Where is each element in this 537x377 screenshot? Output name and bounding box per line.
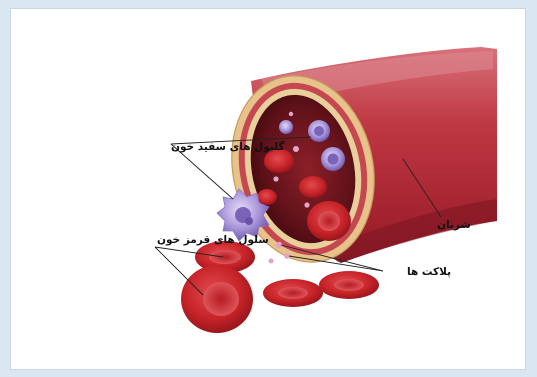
red-blood-cell-dimple <box>318 211 340 231</box>
diagram-frame: گلبول های سفید خون سلول های قرمز خون شری… <box>10 8 526 370</box>
red-blood-cell <box>299 176 327 198</box>
platelet <box>304 202 309 207</box>
platelet <box>289 112 293 116</box>
red-blood-cell-dimple <box>203 282 239 316</box>
red-blood-cell-dimple <box>334 279 364 291</box>
white-blood-cell-nucleus <box>314 126 324 136</box>
platelet <box>293 146 299 152</box>
red-blood-cell <box>257 189 277 205</box>
label-red-blood-cells: سلول های قرمز خون <box>157 234 269 246</box>
label-artery: شریان <box>437 219 471 231</box>
label-white-blood-cells: گلبول های سفید خون <box>171 140 285 153</box>
red-blood-cell-dimple <box>209 250 241 264</box>
platelet <box>269 259 274 264</box>
red-blood-cell-dimple <box>278 287 308 299</box>
artery-diagram: گلبول های سفید خون سلول های قرمز خون شری… <box>11 9 526 370</box>
platelet <box>284 253 290 259</box>
white-blood-cell <box>279 120 293 134</box>
white-blood-cell-nucleus <box>328 154 339 165</box>
platelet <box>273 176 278 181</box>
white-blood-cell-nucleus-lobe <box>245 217 253 225</box>
label-platelets: پلاکت ها <box>407 266 451 278</box>
